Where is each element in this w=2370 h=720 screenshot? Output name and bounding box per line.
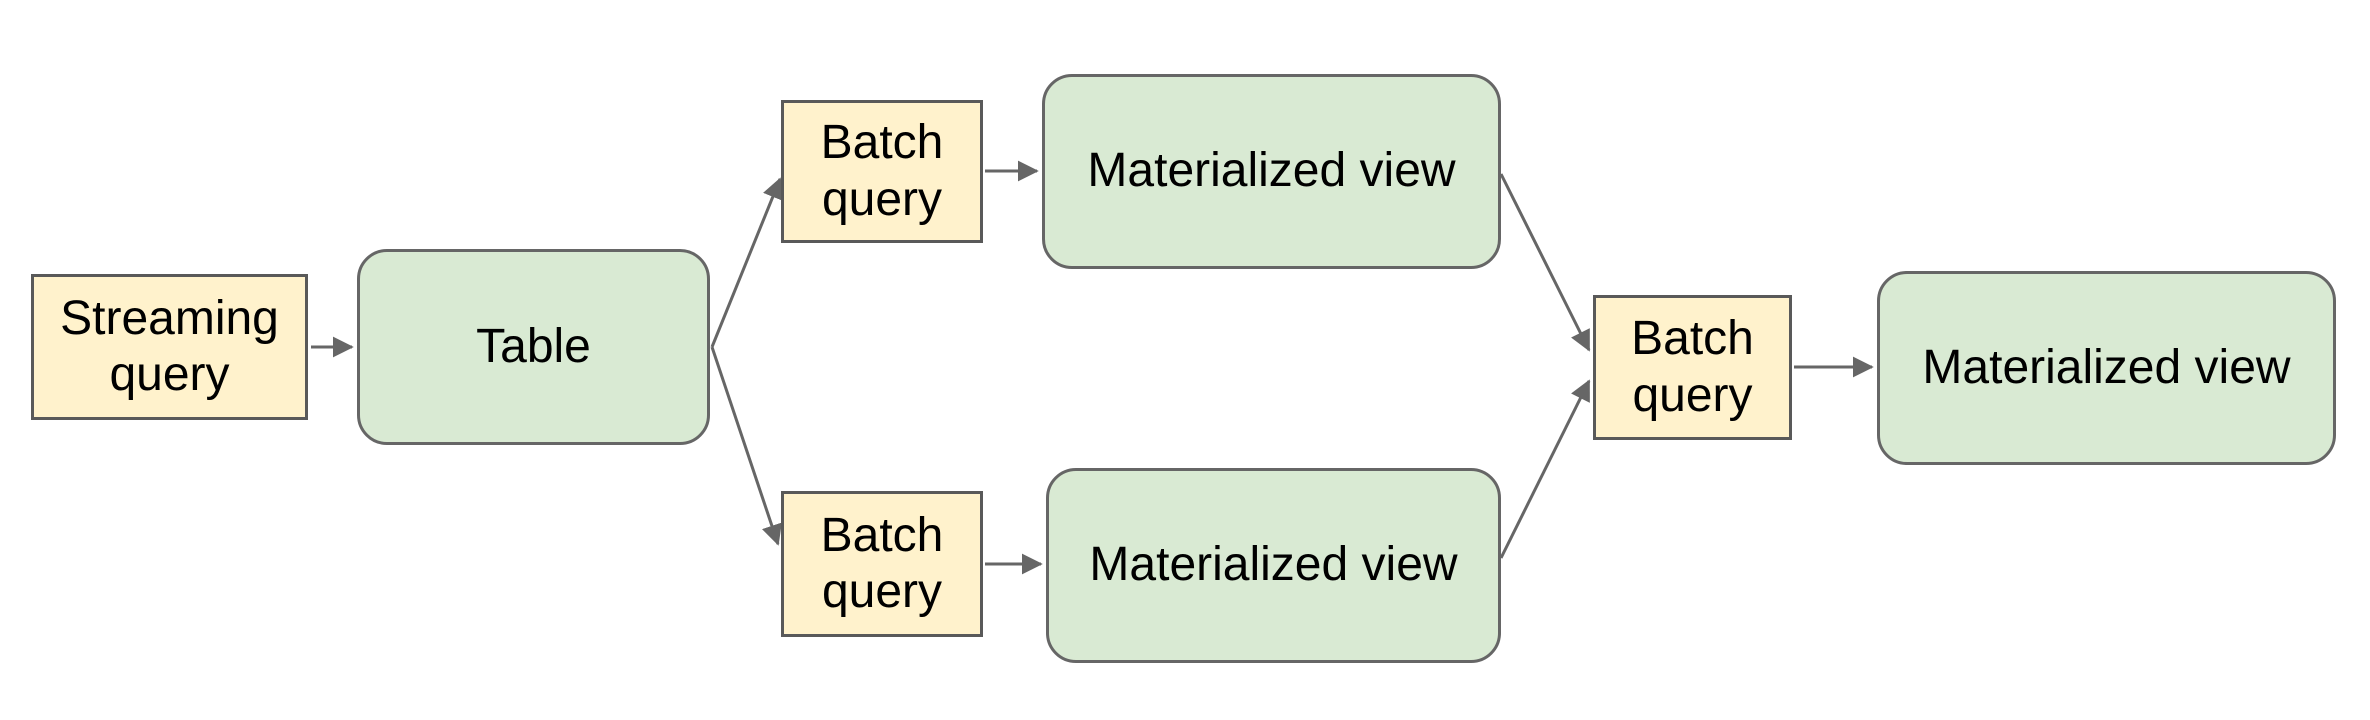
node-table-label: Table bbox=[476, 319, 591, 373]
edge-table-to-batch-query-bottom bbox=[710, 346, 782, 546]
node-streaming-query-label: Streaming query bbox=[60, 291, 279, 401]
node-streaming-query: Streaming query bbox=[31, 274, 308, 420]
edge-materialized-view-top-to-batch-query-right bbox=[1499, 173, 1591, 352]
node-batch-query-top: Batch query bbox=[781, 100, 983, 243]
edge-materialized-view-bottom-to-batch-query-right bbox=[1499, 379, 1591, 559]
node-materialized-view-top-label: Materialized view bbox=[1087, 144, 1456, 198]
node-materialized-view-top: Materialized view bbox=[1042, 74, 1501, 269]
edge-table-to-batch-query-top bbox=[710, 177, 783, 348]
node-materialized-view-bottom-label: Materialized view bbox=[1089, 538, 1458, 592]
node-batch-query-right: Batch query bbox=[1593, 295, 1792, 440]
node-table: Table bbox=[357, 249, 710, 445]
node-materialized-view-bottom: Materialized view bbox=[1046, 468, 1501, 663]
node-batch-query-bottom-label: Batch query bbox=[820, 508, 944, 618]
node-batch-query-bottom: Batch query bbox=[781, 491, 983, 637]
node-materialized-view-right-label: Materialized view bbox=[1922, 340, 2291, 394]
node-materialized-view-right: Materialized view bbox=[1877, 271, 2336, 465]
node-batch-query-right-label: Batch query bbox=[1631, 312, 1754, 422]
node-batch-query-top-label: Batch query bbox=[820, 116, 944, 226]
